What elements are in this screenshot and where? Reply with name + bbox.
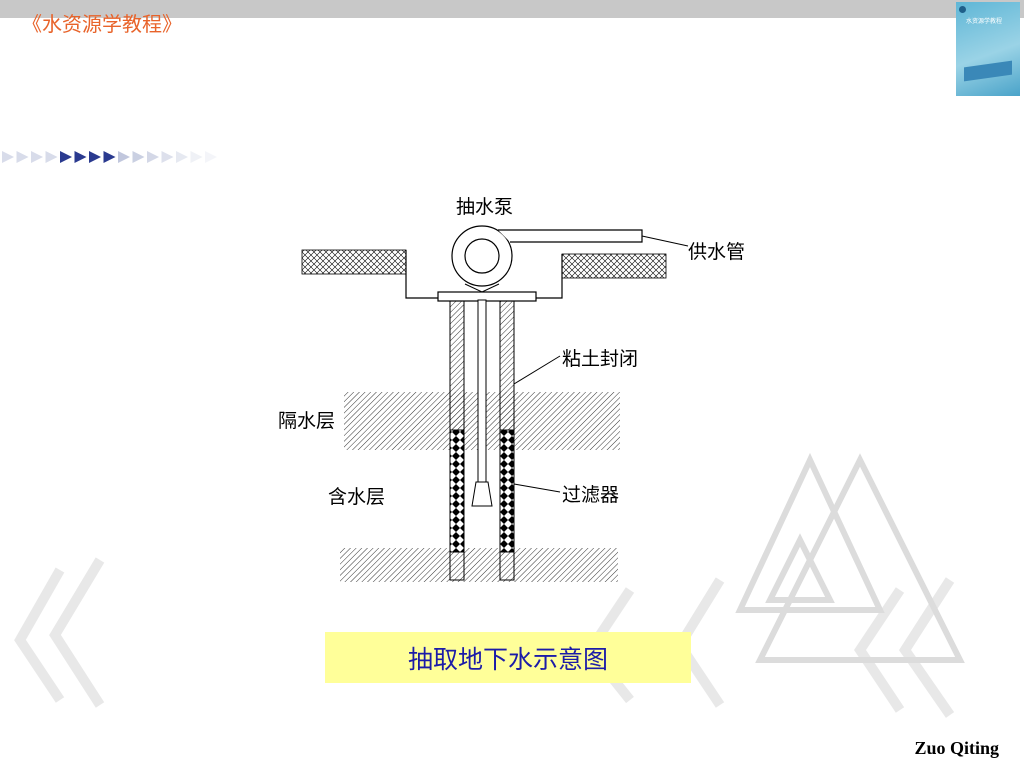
top-bar <box>0 0 1024 18</box>
well-schematic <box>301 225 689 582</box>
publisher-logo-icon <box>959 6 966 13</box>
label-supply-pipe: 供水管 <box>688 241 746 263</box>
arrow-icon <box>16 151 29 163</box>
pump-support <box>464 283 500 293</box>
arrow-icon <box>31 151 43 163</box>
pumping-diagram: 抽水泵 供水管 粘土封闭 隔水层 含水层 过滤器 <box>260 180 780 600</box>
arrow-icon <box>2 151 14 163</box>
label-aquifer: 含水层 <box>328 486 386 508</box>
pit-outline-right <box>536 254 563 299</box>
cover-title: 水资源学教程 <box>966 18 1003 25</box>
author-name: Zuo Qiting <box>914 738 999 758</box>
arrow-icon <box>74 151 87 163</box>
leader-supply-pipe <box>641 235 689 247</box>
arrow-icon <box>176 151 188 163</box>
arrow-icon <box>190 151 203 163</box>
arrow-icon <box>205 151 217 163</box>
ground-surface-right <box>561 253 667 279</box>
clay-seal-left <box>449 299 465 431</box>
arrow-icon <box>132 151 145 163</box>
slide-title: 《水资源学教程》 <box>22 12 182 36</box>
arrow-strip-decoration <box>2 151 217 163</box>
label-filter: 过滤器 <box>562 484 620 506</box>
suction-pipe <box>477 299 487 483</box>
cover-decoration <box>964 60 1012 82</box>
arrow-icon <box>118 151 130 163</box>
clay-seal-right <box>499 299 515 431</box>
casing-bottom-left <box>449 551 465 581</box>
ground-surface-left <box>301 249 407 275</box>
pit-outline-left <box>405 250 438 299</box>
caption-text: 抽取地下水示意图 <box>407 644 608 674</box>
label-aquiclude: 隔水层 <box>278 410 336 432</box>
arrow-icon <box>103 151 116 163</box>
arrow-icon <box>45 151 58 163</box>
leader-filter <box>513 483 561 493</box>
bottom-layer <box>340 548 618 582</box>
label-pump: 抽水泵 <box>456 196 514 218</box>
label-clay-seal: 粘土封闭 <box>562 348 639 370</box>
arrow-icon <box>89 151 101 163</box>
pump-impeller <box>464 238 500 274</box>
caption-box: 抽取地下水示意图 <box>325 632 691 683</box>
supply-pipe <box>498 229 643 243</box>
leader-clay-seal <box>513 355 561 385</box>
pump-base-plate <box>437 291 537 302</box>
arrow-icon <box>161 151 174 163</box>
suction-strainer <box>471 481 493 507</box>
filter-right <box>499 429 515 553</box>
arrow-icon <box>147 151 159 163</box>
filter-left <box>449 429 465 553</box>
book-cover-image: 水资源学教程 <box>956 2 1020 96</box>
arrow-icon <box>60 151 72 163</box>
casing-bottom-right <box>499 551 515 581</box>
